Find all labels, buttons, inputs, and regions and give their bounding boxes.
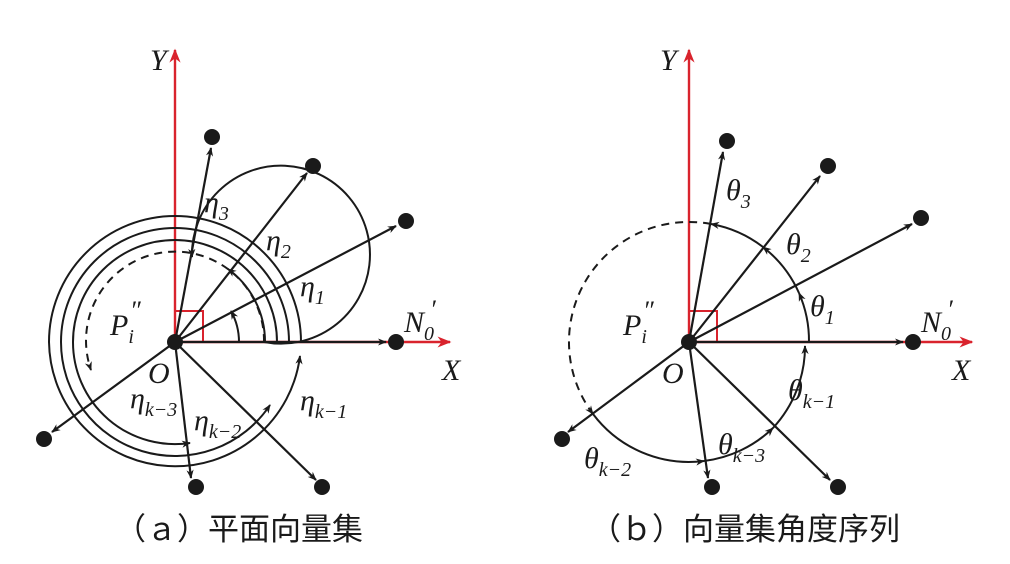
arc-b-theta3 (710, 221, 764, 248)
point-b-1 (913, 210, 929, 226)
arc-a-eta1 (230, 310, 240, 343)
vector-a-2 (174, 172, 308, 343)
theta-k1-label: θk−1 (788, 374, 835, 413)
point-b-3 (719, 133, 735, 149)
vector-a-1 (174, 225, 397, 343)
point-a-k-3 (188, 479, 204, 495)
caption-a: （ａ）平面向量集 (115, 512, 363, 548)
ref-label-a: N0′ (403, 295, 436, 345)
arc-a-dashed (84, 250, 266, 371)
vector-b-k-3 (687, 341, 711, 479)
eta-k2-label: ηk−2 (194, 404, 241, 443)
origin-label-b: O (662, 357, 684, 390)
panel-a: Y X O Pi″ N0′ η3 η2 η1 ηk−3 ηk−2 ηk−1 （ａ… (36, 44, 462, 548)
point-b-k-2 (554, 431, 570, 447)
vector-b-k-1 (688, 341, 831, 481)
center-point-a (167, 334, 183, 350)
y-axis-label-b: Y (660, 44, 680, 77)
arc-b-dashed (568, 221, 712, 415)
origin-label-a: O (148, 357, 170, 390)
x-axis-label-a: X (441, 354, 462, 387)
vector-a-k-1 (174, 341, 317, 481)
eta-3-label: η3 (204, 186, 229, 225)
theta-2-label: θ2 (786, 228, 811, 267)
vectors-a (51, 147, 397, 481)
vector-b-1 (688, 223, 913, 343)
angle-arcs-b (568, 221, 811, 466)
arc-b-theta2 (762, 246, 800, 294)
eta-k3-label: ηk−3 (130, 382, 177, 421)
points-a (36, 129, 414, 495)
eta-2-label: η2 (266, 224, 291, 263)
point-label-a: Pi″ (109, 296, 142, 348)
point-a-k-2 (36, 431, 52, 447)
points-b (554, 133, 929, 495)
x-axis-label-b: X (951, 354, 972, 387)
point-b-k-3 (704, 479, 720, 495)
arc-a-eta-k3 (71, 239, 278, 448)
y-axis-label-a: Y (150, 44, 170, 77)
point-b-k-1 (830, 479, 846, 495)
vector-b-2 (688, 175, 821, 343)
center-point-b (681, 334, 697, 350)
vectors-b (567, 151, 913, 481)
arc-a-eta3 (188, 164, 371, 345)
arc-b-theta-k3 (703, 427, 774, 462)
point-a-0 (388, 334, 404, 350)
arc-b-theta-k2 (592, 413, 705, 466)
point-label-b: Pi″ (622, 296, 655, 348)
vector-b-3 (687, 151, 726, 343)
caption-b: （ｂ）向量集角度序列 (590, 512, 900, 548)
vector-b-k-2 (567, 341, 690, 433)
ref-label-b: N0′ (920, 295, 953, 345)
arc-a-eta-k2 (59, 227, 290, 457)
eta-1-label: η1 (300, 270, 325, 309)
angle-arcs-a (47, 164, 371, 468)
point-b-2 (820, 158, 836, 174)
arc-b-theta-k1 (772, 345, 809, 429)
point-a-1 (398, 213, 414, 229)
arc-a-eta-k1 (47, 215, 303, 468)
point-a-k-1 (314, 479, 330, 495)
theta-1-label: θ1 (810, 290, 835, 329)
theta-k2-label: θk−2 (584, 442, 631, 481)
point-a-3 (204, 129, 220, 145)
vector-a-k-3 (173, 341, 194, 479)
panel-b: Y X O Pi″ N0′ θ3 θ2 θ1 θk−1 θk−3 θk−2 （ｂ… (554, 44, 974, 548)
eta-k1-label: ηk−1 (300, 384, 347, 423)
point-b-0 (905, 334, 921, 350)
arc-b-theta1 (798, 292, 811, 343)
theta-k3-label: θk−3 (718, 428, 765, 467)
theta-3-label: θ3 (726, 174, 751, 213)
vector-a-k-2 (51, 341, 176, 433)
